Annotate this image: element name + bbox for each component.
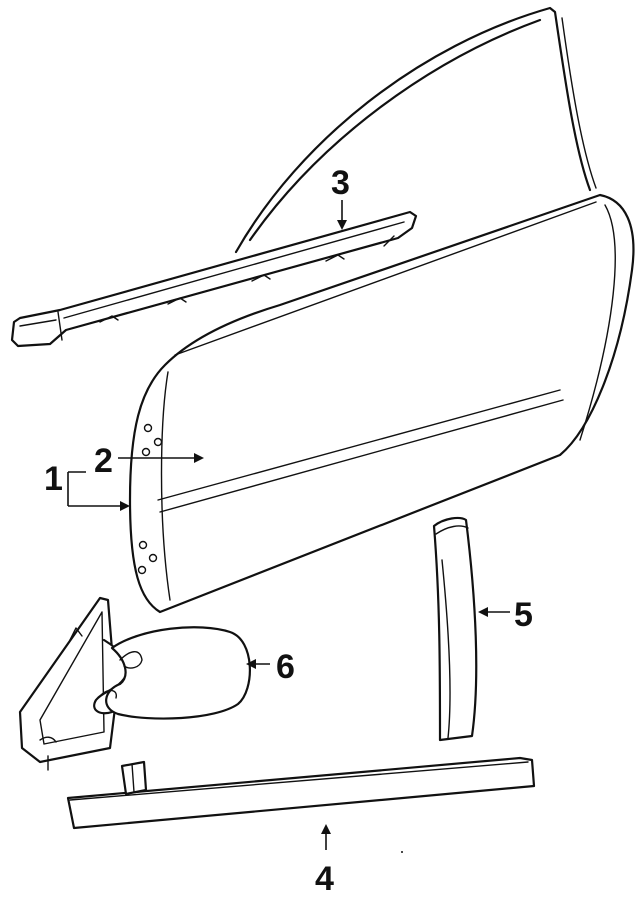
callout-3: 3 (331, 164, 350, 202)
leader-lines (67, 200, 510, 850)
side-molding (66, 756, 536, 830)
door-shell (128, 6, 635, 614)
edge-molding (432, 516, 478, 742)
callout-1: 1 (44, 460, 63, 498)
callout-5: 5 (514, 596, 533, 634)
belt-weatherstrip (10, 210, 418, 348)
hinge-holes (137, 423, 163, 575)
callout-4: 4 (315, 860, 334, 898)
outside-mirror (18, 596, 251, 771)
callout-6: 6 (276, 648, 295, 686)
speck (401, 851, 403, 853)
callout-2: 2 (94, 442, 113, 480)
